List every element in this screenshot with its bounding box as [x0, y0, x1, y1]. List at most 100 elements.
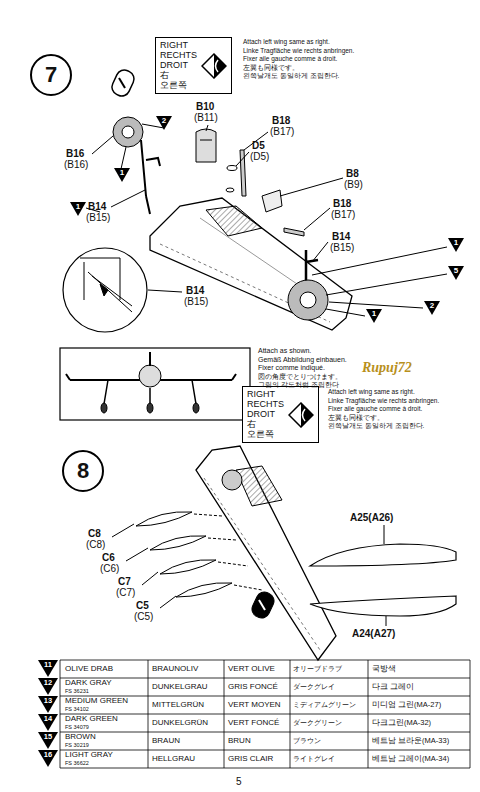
table-cell: ダークグレイ — [293, 683, 335, 691]
callout-triangle-shape — [38, 714, 58, 731]
step-number: 8 — [62, 450, 104, 492]
instruction-note: 그림의 각도처럼 조립한다 — [258, 381, 339, 389]
part-label: B10 — [196, 101, 214, 112]
callout-number: 5 — [448, 266, 464, 280]
part-label: B14 — [332, 231, 350, 242]
part-label: A25(A26) — [350, 512, 393, 523]
part-label: C5 — [136, 600, 149, 611]
instruction-note: Fixer comme indiqué. — [258, 364, 325, 372]
table-cell: FS 30219 — [65, 742, 89, 748]
part-label: (B15) — [184, 296, 208, 307]
instruction-note: 왼쪽날개도 동일하게 조립한다. — [243, 72, 339, 79]
callout-number: 12 — [38, 678, 58, 695]
callout-number: 1 — [366, 309, 382, 323]
watermark: Rupuj72 — [362, 360, 412, 375]
direction-icon-arc — [216, 60, 219, 72]
table-cell: オリーブドラブ — [293, 665, 342, 673]
table-cell: FS 36622 — [65, 760, 89, 766]
instruction-note: 図の角度でとりつけます。 — [258, 373, 342, 381]
page-number: 5 — [236, 776, 242, 787]
table-cell: BRAUN — [152, 737, 180, 746]
part-label: A24(A27) — [352, 628, 395, 639]
table-cell: MEDIUM GREEN — [65, 697, 128, 706]
table-cell: 베트남 그레이(MA-34) — [372, 755, 449, 763]
node-text: RIGHT RECHTS DROIT 右 오른쪽 — [247, 390, 284, 439]
part-label: B8 — [346, 168, 359, 179]
instruction-note: 左翼も同様です。 — [328, 414, 384, 421]
table-cell: DARK GRAY — [65, 679, 112, 688]
node-text: 12 — [38, 679, 58, 687]
node-text: 1 — [114, 169, 130, 177]
direction-icon-half — [301, 403, 313, 427]
table-cell: BRAUNOLIV — [152, 665, 198, 674]
table-cell: ブラウン — [293, 737, 321, 745]
callout-number: 1 — [114, 168, 130, 182]
table-cell: VERT MOYEN — [228, 701, 281, 710]
direction-icon — [288, 402, 314, 428]
node-text: 7 — [45, 64, 57, 86]
callout-triangle-shape — [70, 202, 86, 216]
part-label: B18 — [333, 198, 351, 209]
right-side-box: RIGHT RECHTS DROIT 右 오른쪽 — [242, 386, 319, 443]
table-cell: ダークグリーン — [293, 719, 342, 727]
part-label: (C5) — [134, 611, 153, 622]
table-cell: DUNKELGRAU — [152, 683, 208, 692]
node-text: 2 — [156, 117, 172, 125]
callout-triangle-shape — [114, 168, 130, 182]
part-label: (B17) — [270, 126, 294, 137]
part-label: C7 — [118, 576, 131, 587]
node-text: RIGHT RECHTS DROIT 右 오른쪽 — [160, 41, 197, 90]
table-cell: ライトグレイ — [293, 755, 335, 763]
direction-icon-arc — [303, 409, 306, 421]
table-cell: VERT OLIVE — [228, 665, 275, 674]
callout-triangle-shape — [366, 309, 382, 323]
callout-triangle-shape — [38, 678, 58, 695]
table-cell: HELLGRAU — [152, 755, 195, 764]
instruction-note: Gemäß Abbildung einbauen. — [258, 356, 347, 364]
part-label: (B16) — [64, 159, 88, 170]
node-text: 16 — [38, 751, 58, 759]
table-cell: OLIVE DRAB — [65, 665, 113, 674]
part-label: B14 — [88, 201, 106, 212]
part-label: (B15) — [330, 242, 354, 253]
callout-number: 15 — [38, 732, 58, 749]
table-cell: ミディアムグリーン — [293, 701, 356, 709]
table-cell: 다크 그레이 — [372, 683, 414, 691]
node-text: 15 — [38, 733, 58, 741]
table-cell: 다크그린(MA-32) — [372, 719, 431, 727]
node-text: 2 — [424, 302, 440, 310]
callout-number: 16 — [38, 750, 58, 767]
direction-icon-outline — [202, 54, 226, 78]
callout-triangle-shape — [448, 238, 464, 252]
part-label: B18 — [272, 115, 290, 126]
table-cell: 베트남 브라운(MA-33) — [372, 737, 449, 745]
instruction-note: 왼쪽날개도 동일하게 조립한다. — [328, 422, 424, 429]
callout-number: 1 — [70, 202, 86, 216]
part-label: (C8) — [86, 539, 105, 550]
table-cell: 미디엄 그린(MA-27) — [372, 701, 441, 709]
callout-triangle-shape — [424, 301, 440, 315]
table-cell: DUNKELGRÜN — [152, 719, 208, 728]
table-cell: FS 34102 — [65, 706, 89, 712]
table-cell: BRUN — [228, 737, 251, 746]
callout-triangle-shape — [448, 266, 464, 280]
part-label: C6 — [102, 552, 115, 563]
instruction-note: Attach as shown. — [258, 347, 311, 355]
callout-triangle-shape — [38, 696, 58, 713]
callout-number: 11 — [38, 660, 58, 677]
part-label: (D5) — [250, 151, 269, 162]
table-cell: FS 36231 — [65, 688, 89, 694]
part-label: B14 — [186, 285, 204, 296]
node-text: 11 — [38, 661, 58, 669]
callout-number: 2 — [424, 301, 440, 315]
direction-icon-half — [214, 54, 226, 78]
node-text: 13 — [38, 697, 58, 705]
part-label: (C6) — [100, 563, 119, 574]
part-label: (B9) — [344, 179, 363, 190]
part-label: (B11) — [194, 112, 218, 123]
node-text: 14 — [38, 715, 58, 723]
instruction-note: Attach left wing same as right. — [328, 388, 415, 395]
callout-number: 1 — [448, 238, 464, 252]
direction-icon-outline — [289, 403, 313, 427]
